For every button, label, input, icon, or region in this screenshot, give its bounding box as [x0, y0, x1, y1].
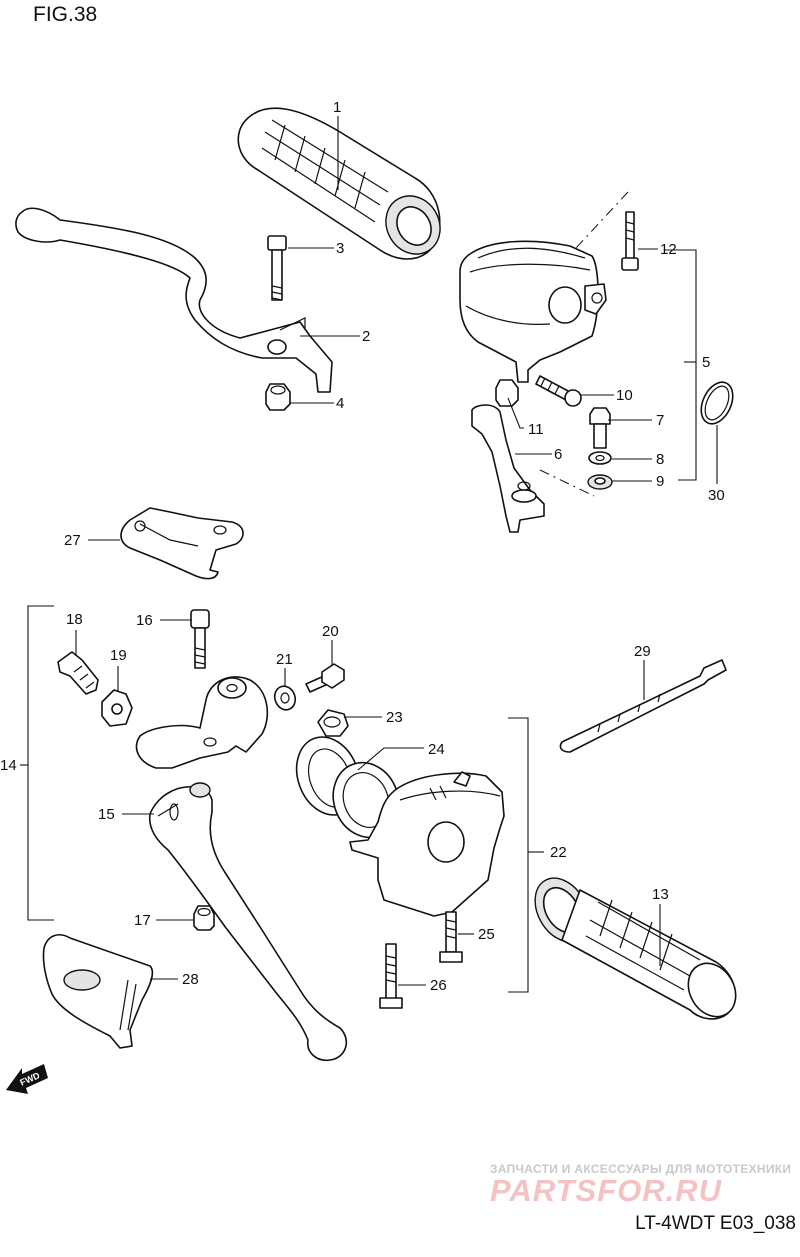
- callout-19: 19: [110, 647, 127, 664]
- bracket-part-6: [471, 404, 545, 533]
- screw-part-26: [379, 943, 403, 1009]
- handlebar-grip-part-13: [534, 877, 737, 1020]
- callout-27: 27: [64, 532, 81, 549]
- switch-ring-part-24: [295, 736, 400, 839]
- nut-part-4: [265, 383, 291, 411]
- callout-24: 24: [428, 741, 445, 758]
- callout-17: 17: [134, 912, 151, 929]
- nut-part-11: [495, 379, 519, 407]
- lever-guard-part-28: [42, 934, 154, 1049]
- callout-21: 21: [276, 651, 293, 668]
- washer-part-9: [587, 474, 613, 490]
- callout-4: 4: [336, 395, 344, 412]
- callout-18: 18: [66, 611, 83, 628]
- callout-26: 26: [430, 977, 447, 994]
- diagram-code: LT-4WDT E03_038: [635, 1213, 796, 1234]
- callout-7: 7: [656, 412, 664, 429]
- callout-28: 28: [182, 971, 199, 988]
- callout-12: 12: [660, 241, 677, 258]
- group-bracket-5: [665, 249, 697, 481]
- callout-5: 5: [702, 354, 710, 371]
- lever-holder-part-14: [135, 676, 269, 769]
- callout-1: 1: [333, 99, 341, 116]
- brake-lever-part-2: [15, 207, 333, 393]
- callout-20: 20: [322, 623, 339, 640]
- callout-labels: 1 2 3 4 5 6 7 8 9 10 11 12 13 14 15 16 1…: [0, 99, 725, 994]
- assembly-line-2: [539, 469, 595, 497]
- callout-9: 9: [656, 473, 664, 490]
- washer-part-21: [273, 685, 297, 711]
- nut-part-19: [101, 689, 133, 727]
- adjuster-screw-part-18: [57, 651, 99, 695]
- forward-arrow-icon: FWD: [6, 1064, 48, 1094]
- callout-23: 23: [386, 709, 403, 726]
- callout-22: 22: [550, 844, 567, 861]
- callout-15: 15: [98, 806, 115, 823]
- clutch-lever-part-15: [148, 782, 348, 1062]
- callout-25: 25: [478, 926, 495, 943]
- cable-tie-part-29: [559, 659, 727, 753]
- bolt-part-16: [190, 609, 210, 669]
- screw-part-25: [439, 911, 463, 963]
- callout-10: 10: [616, 387, 633, 404]
- washer-part-8: [588, 451, 612, 465]
- callout-8: 8: [656, 451, 664, 468]
- group-bracket-22: [508, 717, 529, 993]
- watermark-logo: PARTSFOR.RU: [490, 1173, 723, 1208]
- switch-housing-top-right: [459, 240, 607, 383]
- screw-part-10: [535, 375, 582, 407]
- watermark-tagline: ЗАПЧАСТИ И АКСЕССУАРЫ ДЛЯ МОТОТЕХНИКИ: [490, 1162, 792, 1176]
- bushing-part-23: [317, 709, 349, 737]
- pivot-bolt-part-3: [267, 235, 287, 301]
- group-bracket-14: [27, 605, 54, 921]
- figure-title: FIG.38: [33, 3, 98, 26]
- screw-part-12: [621, 211, 639, 271]
- clamp-plate-part-27: [120, 507, 244, 580]
- bolt-part-20: [305, 663, 345, 693]
- throttle-grip-part-1: [237, 107, 441, 260]
- o-ring-part-30: [700, 381, 734, 425]
- assembly-line-1: [575, 191, 629, 249]
- callout-16: 16: [136, 612, 153, 629]
- callout-14: 14: [0, 757, 17, 774]
- nut-part-17: [193, 905, 215, 931]
- callout-13: 13: [652, 886, 669, 903]
- callout-11: 11: [528, 421, 544, 438]
- callout-6: 6: [554, 446, 562, 463]
- callout-3: 3: [336, 240, 344, 257]
- callout-2: 2: [362, 328, 370, 345]
- bolt-part-7: [589, 407, 611, 449]
- callout-29: 29: [634, 643, 651, 660]
- callout-30: 30: [708, 487, 725, 504]
